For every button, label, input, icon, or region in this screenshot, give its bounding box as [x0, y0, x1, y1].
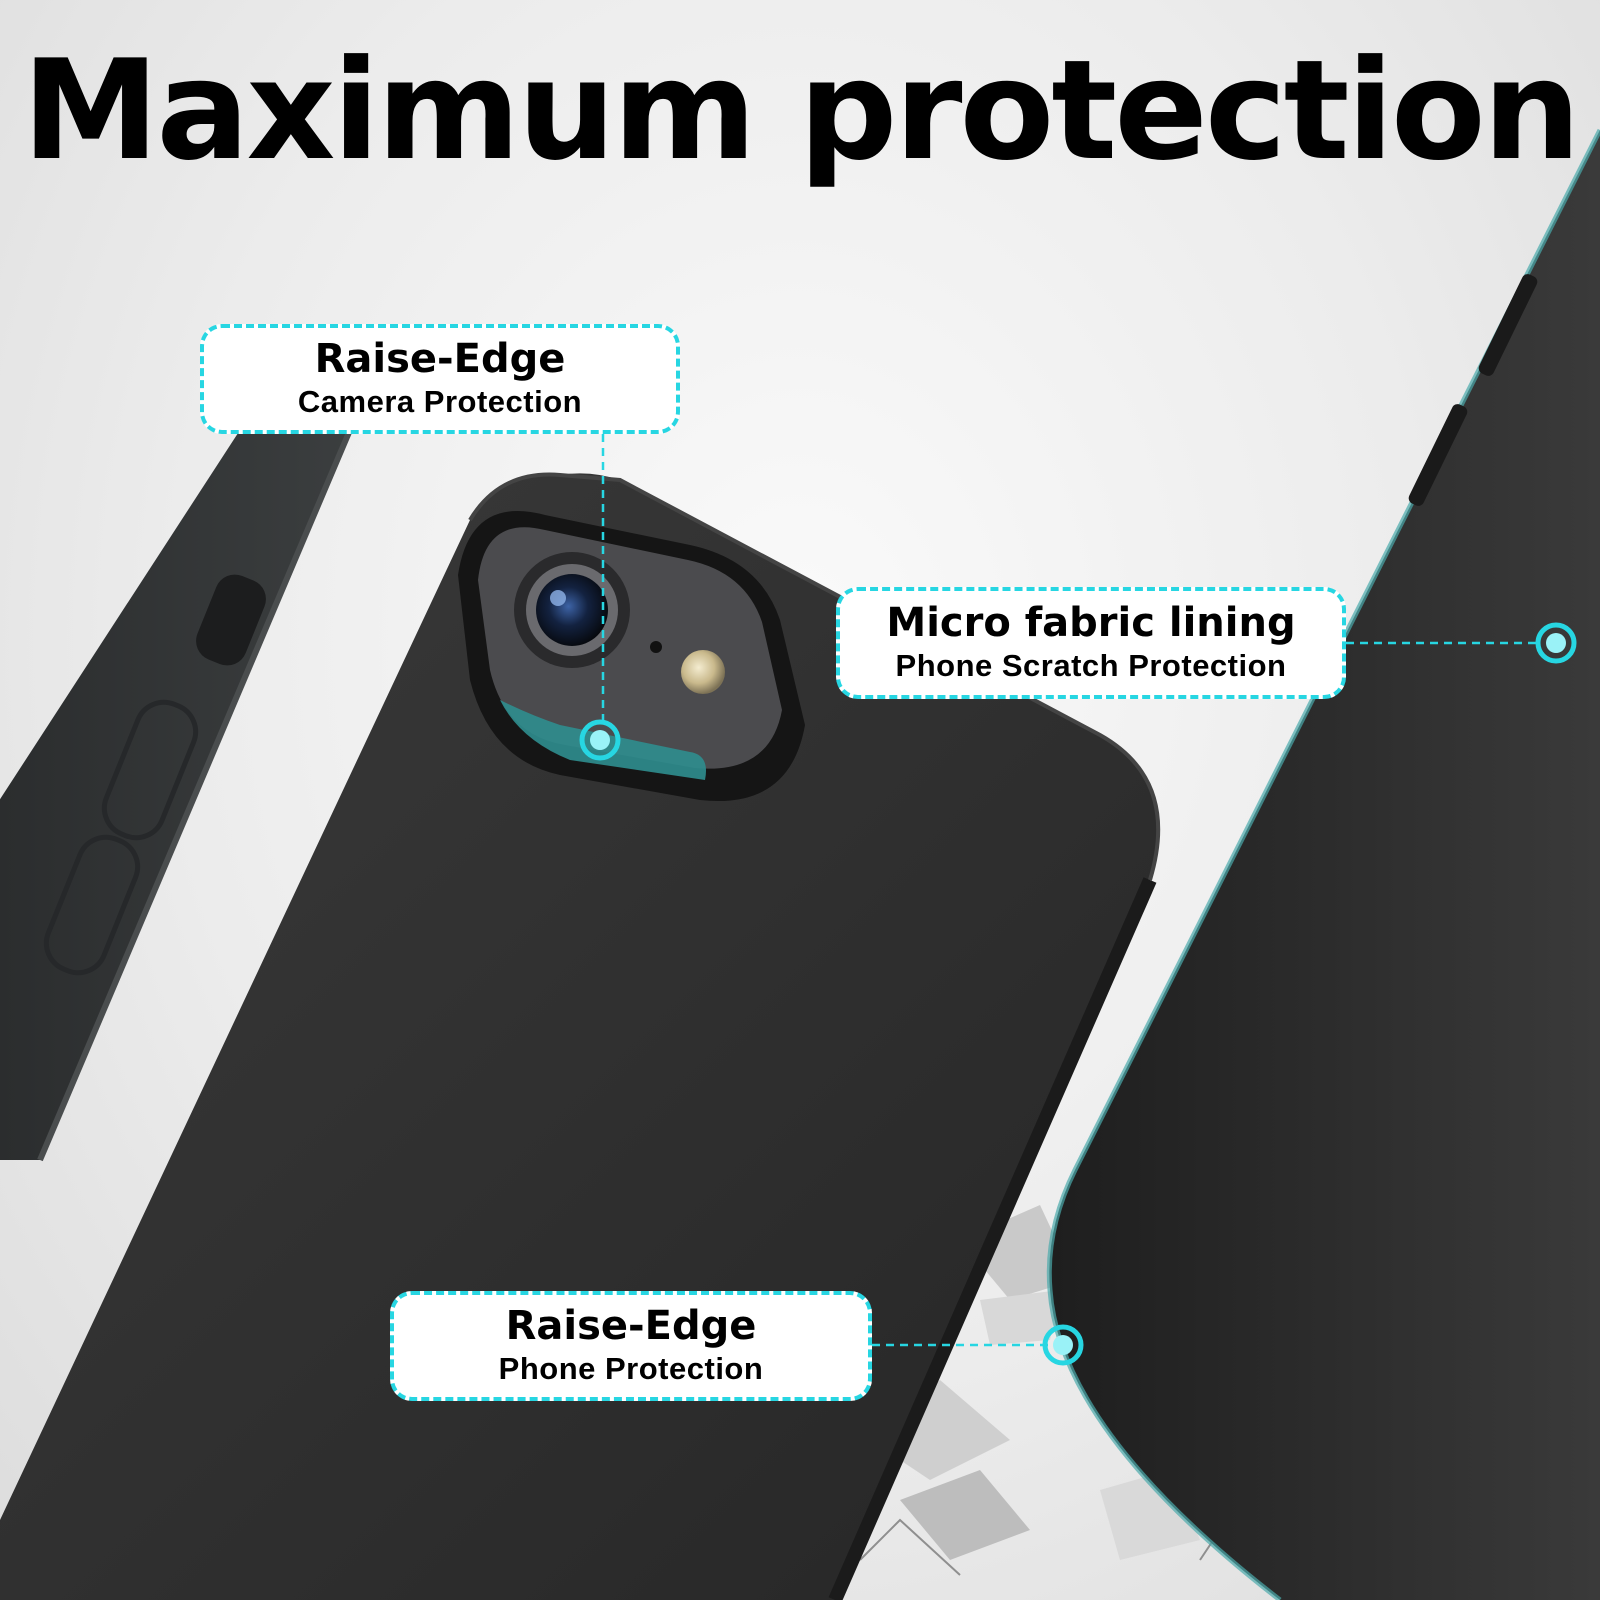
callout-title: Raise-Edge	[505, 1302, 757, 1349]
camera-protection-callout: Raise-Edge Camera Protection	[200, 324, 680, 434]
fabric-lining-callout: Micro fabric lining Phone Scratch Protec…	[836, 587, 1346, 699]
callout-subtitle: Phone Protection	[498, 1350, 764, 1386]
callout-subtitle: Phone Scratch Protection	[895, 647, 1287, 683]
fabric-marker-dot	[1535, 622, 1577, 664]
camera-module	[458, 511, 805, 802]
callout-title: Micro fabric lining	[886, 599, 1296, 646]
callout-leaders	[601, 434, 1540, 1347]
left-phone-case	[0, 428, 353, 1162]
callout-title: Raise-Edge	[314, 335, 566, 382]
callout-subtitle: Camera Protection	[297, 383, 583, 419]
right-phone-case	[1046, 128, 1600, 1600]
edge-marker-dot	[1042, 1324, 1084, 1366]
phone-protection-callout: Raise-Edge Phone Protection	[390, 1291, 872, 1401]
camera-marker-dot	[579, 719, 621, 761]
headline: Maximum protection	[22, 30, 1581, 191]
